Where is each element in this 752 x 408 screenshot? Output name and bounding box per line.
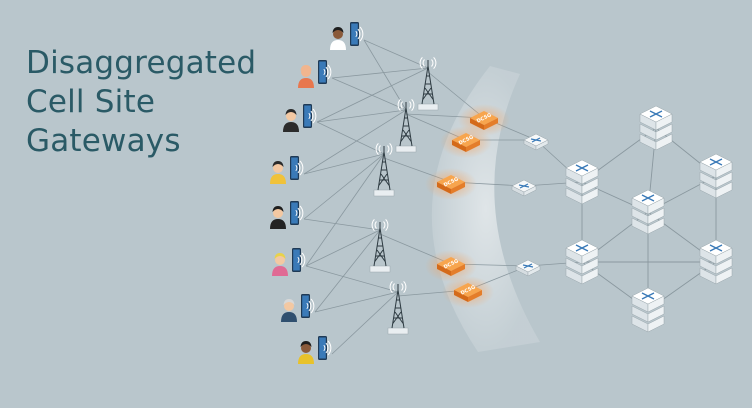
cell-tower-icon <box>373 143 395 197</box>
link-line <box>316 67 429 123</box>
link-line <box>303 218 381 231</box>
cell-tower-icon <box>417 57 439 111</box>
link-line <box>316 121 385 155</box>
title-line-3: Gateways <box>26 123 181 159</box>
router-switch-icon <box>511 179 537 197</box>
smartphone-icon <box>301 294 310 318</box>
link-line <box>331 77 407 111</box>
server-stack-icon <box>565 239 599 285</box>
server-stack-icon <box>699 239 733 285</box>
user-person-icon <box>270 156 304 184</box>
user-person-icon <box>298 336 332 364</box>
link-line <box>331 291 399 355</box>
server-stack-icon <box>565 159 599 205</box>
signal-waves-icon <box>308 108 317 124</box>
link-line <box>303 153 385 175</box>
server-stack-icon <box>699 153 733 199</box>
smartphone-icon <box>318 60 327 84</box>
link-line <box>305 229 381 267</box>
smartphone-icon <box>318 336 327 360</box>
signal-waves-icon <box>295 205 304 221</box>
user-person-icon <box>281 294 315 322</box>
user-person-icon <box>283 104 317 132</box>
smartphone-icon <box>350 22 359 46</box>
dcsg-gateway-icon: DCSG <box>425 168 477 200</box>
dcsg-gateway-icon: DCSG <box>442 276 494 308</box>
link-line <box>303 109 407 175</box>
link-line <box>314 291 399 313</box>
user-person-icon <box>298 60 332 88</box>
user-person-icon <box>270 201 304 229</box>
cell-tower-icon <box>387 281 409 335</box>
server-stack-icon <box>631 287 665 333</box>
dcsg-gateway-icon: DCSG <box>425 250 477 282</box>
smartphone-icon <box>303 104 312 128</box>
dcsg-gateway-icon: DCSG <box>440 126 492 158</box>
server-stack-icon <box>631 189 665 235</box>
signal-waves-icon <box>295 160 304 176</box>
server-stack-icon <box>639 105 673 151</box>
link-line <box>331 67 429 79</box>
smartphone-icon <box>292 248 301 272</box>
user-person-icon <box>330 22 364 50</box>
diagram-title: Disaggregated Cell Site Gateways <box>26 44 256 161</box>
title-line-2: Cell Site <box>26 84 156 120</box>
title-line-1: Disaggregated <box>26 45 257 81</box>
link-line <box>305 153 385 267</box>
router-switch-icon <box>523 133 549 151</box>
link-line <box>363 39 407 111</box>
router-switch-icon <box>515 259 541 277</box>
signal-waves-icon <box>355 26 364 42</box>
link-line <box>314 229 381 313</box>
user-person-icon <box>272 248 306 276</box>
link-line <box>303 153 385 220</box>
link-line <box>363 39 429 69</box>
smartphone-icon <box>290 201 299 225</box>
link-line <box>305 265 399 293</box>
signal-waves-icon <box>323 64 332 80</box>
signal-waves-icon <box>306 298 315 314</box>
cell-tower-icon <box>369 219 391 273</box>
cell-tower-icon <box>395 99 417 153</box>
link-line <box>316 109 407 123</box>
signal-waves-icon <box>297 252 306 268</box>
smartphone-icon <box>290 156 299 180</box>
signal-waves-icon <box>323 340 332 356</box>
